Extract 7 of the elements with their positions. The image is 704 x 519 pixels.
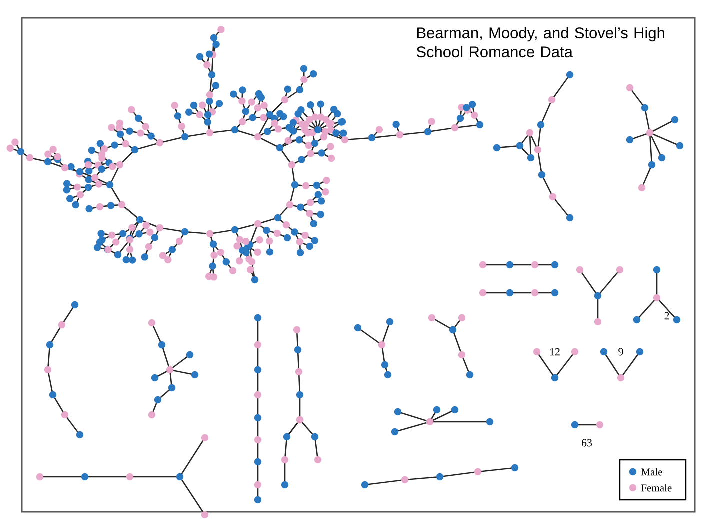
legend-label: Female xyxy=(642,484,672,492)
component-label: 63 xyxy=(582,439,592,447)
component-label: 12 xyxy=(550,348,560,356)
component-label: 2 xyxy=(664,312,670,320)
component-label: 9 xyxy=(618,348,624,356)
legend-label: Male xyxy=(642,468,662,476)
title: Bearman, Moody, and Stovel’s High School Romance Data xyxy=(416,27,664,58)
